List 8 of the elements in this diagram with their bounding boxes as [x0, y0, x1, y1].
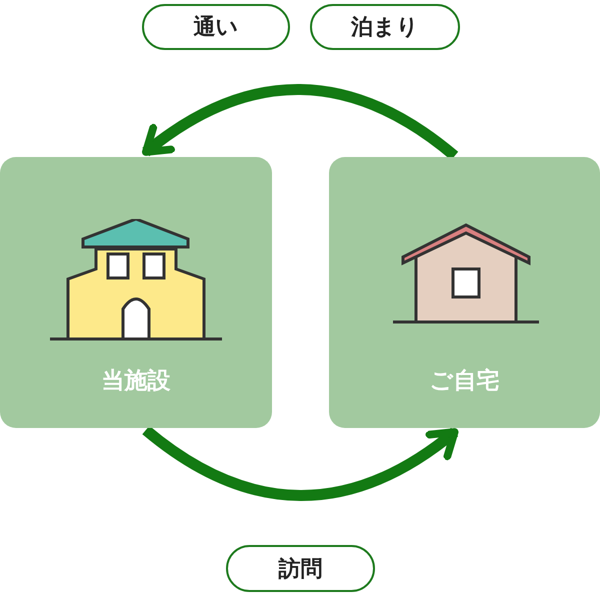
location-card	[329, 157, 600, 428]
place-label: ご自宅	[430, 367, 500, 396]
service-tag: 訪問	[226, 545, 375, 592]
curved-arrow	[142, 426, 459, 501]
service-tag: 泊まり	[310, 4, 460, 50]
place-label: 当施設	[102, 367, 170, 396]
location-card	[0, 157, 272, 428]
service-tag: 通い	[142, 4, 290, 50]
